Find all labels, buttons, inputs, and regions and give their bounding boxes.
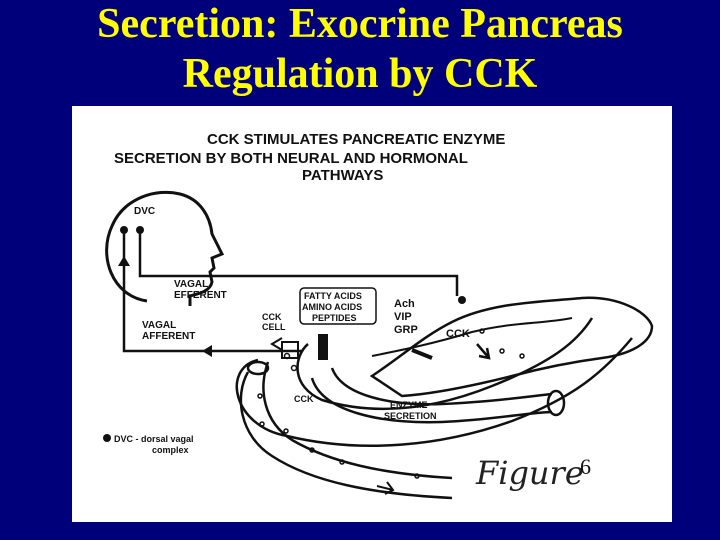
afferent-arrow-left bbox=[202, 345, 212, 357]
blood-vessel-outer bbox=[241, 372, 452, 498]
cck-cell-label-1: CCK bbox=[262, 312, 282, 322]
slide-title-line-2: Regulation by CCK bbox=[0, 50, 720, 98]
enzyme-secretion-label-2: SECRETION bbox=[384, 411, 437, 421]
stimulus-label-2: AMINO ACIDS bbox=[302, 302, 362, 312]
figure-number: 6 bbox=[580, 454, 591, 479]
legend-dvc-dot bbox=[103, 434, 111, 442]
blood-cck-dot-3 bbox=[258, 394, 262, 398]
transmitter-label-1: Ach bbox=[394, 298, 415, 310]
blood-cck-dot-2 bbox=[292, 366, 297, 371]
cck-pathway-figure: CCK STIMULATES PANCREATIC ENZYME SECRETI… bbox=[72, 106, 672, 522]
afferent-arrow-up bbox=[118, 256, 130, 266]
blood-cck-dot-1 bbox=[285, 354, 290, 359]
acinus-dot-2 bbox=[500, 349, 504, 353]
stimulus-label-3: PEPTIDES bbox=[312, 313, 357, 323]
cck-cell-marker bbox=[272, 338, 282, 350]
pathway-diagram: CCK STIMULATES PANCREATIC ENZYME SECRETI… bbox=[72, 106, 672, 522]
transmitter-label-2: VIP bbox=[394, 311, 412, 323]
cck-to-acini-arrow bbox=[477, 344, 489, 358]
transmitter-label-3: GRP bbox=[394, 324, 418, 336]
legend-line-1: DVC - dorsal vagal bbox=[114, 434, 194, 444]
efferent-ganglion bbox=[458, 296, 466, 304]
vagal-efferent-label-2: EFFERENT bbox=[174, 290, 227, 301]
figure-heading-line-3: PATHWAYS bbox=[302, 167, 383, 184]
vagal-afferent-label-2: AFFERENT bbox=[142, 331, 195, 342]
blood-cck-dot-4 bbox=[260, 422, 264, 426]
figure-heading-line-2: SECRETION BY BOTH NEURAL AND HORMONAL bbox=[114, 150, 468, 167]
neural-to-pancreas-arrow bbox=[412, 350, 432, 358]
pancreas-cck-label: CCK bbox=[446, 328, 470, 340]
cck-cell-label-2: CELL bbox=[262, 322, 286, 332]
vagal-afferent-label-1: VAGAL bbox=[142, 320, 176, 331]
vagal-efferent-label-1: VAGAL bbox=[174, 279, 208, 290]
legend-line-2: complex bbox=[152, 445, 189, 455]
enzyme-secretion-label-1: ENZYME bbox=[390, 400, 428, 410]
figure-heading-line-1: CCK STIMULATES PANCREATIC ENZYME bbox=[207, 131, 505, 148]
acinus-dot-3 bbox=[520, 354, 524, 358]
figure-caption-handwritten: Figure bbox=[475, 454, 584, 492]
duodenal-mucosa-block bbox=[318, 334, 328, 360]
dvc-label: DVC bbox=[134, 206, 155, 217]
blood-cck-dot-5 bbox=[284, 429, 288, 433]
slide-title-line-1: Secretion: Exocrine Pancreas bbox=[0, 0, 720, 48]
acinus-dot-1 bbox=[480, 329, 484, 333]
stimulus-label-1: FATTY ACIDS bbox=[304, 291, 362, 301]
blood-cck-label: CCK bbox=[294, 394, 314, 404]
